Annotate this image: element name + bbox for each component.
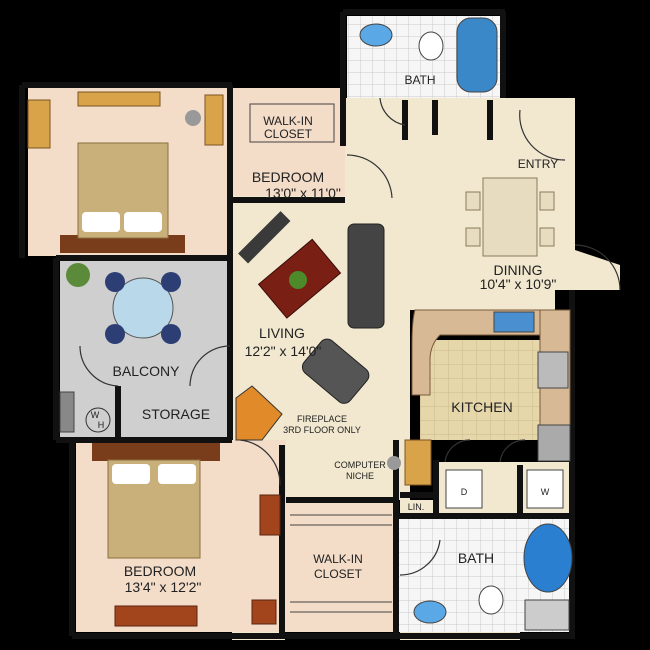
label-living: LIVING — [259, 325, 305, 341]
label-dining: DINING — [494, 262, 543, 278]
plant-living — [289, 271, 307, 289]
door-swings — [79, 97, 621, 576]
tv-console — [238, 211, 291, 264]
ac-unit — [59, 391, 75, 433]
label-walkin-top-2: CLOSET — [264, 127, 313, 141]
label-linen: LIN. — [408, 502, 425, 512]
shower-bottom — [524, 599, 570, 631]
label-wh-h: H — [98, 420, 105, 430]
fireplace — [235, 385, 283, 441]
label-bedroom-top: BEDROOM — [252, 169, 324, 185]
washer-unit — [526, 469, 564, 509]
label-bath-top: BATH — [404, 73, 435, 87]
label-washer: W — [541, 487, 550, 497]
toilet-bottom — [478, 585, 504, 615]
armchair — [301, 338, 370, 404]
sink-top — [359, 23, 393, 47]
sink-bottom — [413, 600, 447, 624]
label-storage: STORAGE — [142, 406, 210, 422]
label-fireplace-2: 3RD FLOOR ONLY — [283, 425, 361, 435]
desk-top — [204, 94, 224, 146]
nightstand-bottom — [251, 599, 277, 625]
walkin-bottom-floor — [286, 500, 396, 632]
water-heater-icon — [85, 407, 111, 433]
balcony-table — [105, 272, 181, 344]
kitchen-sink — [493, 311, 535, 333]
tub-bottom — [523, 523, 573, 593]
label-dryer: D — [461, 487, 468, 497]
tub-top — [456, 17, 498, 93]
label-bedroom-bottom-dims: 13'4" x 12'2" — [125, 579, 202, 595]
kitchen-floor — [420, 340, 540, 440]
bed-top — [60, 142, 185, 253]
label-living-dims: 12'2" x 14'0" — [245, 343, 322, 359]
sofa — [347, 223, 385, 329]
label-dining-dims: 10'4" x 10'9" — [480, 276, 557, 292]
fridge — [537, 424, 571, 462]
label-bedroom-top-dims: 13'0" x 11'0" — [265, 185, 341, 201]
bench-bottom — [114, 605, 198, 627]
dresser-bottom — [259, 494, 281, 536]
label-balcony: BALCONY — [113, 363, 181, 379]
dresser-top — [27, 99, 51, 149]
dryer-unit — [445, 469, 483, 509]
chair-top — [185, 110, 201, 126]
stove — [537, 351, 569, 389]
computer-chair — [387, 456, 401, 470]
label-walkin-bottom-2: CLOSET — [314, 567, 363, 581]
label-kitchen: KITCHEN — [451, 399, 512, 415]
closet-rods — [249, 103, 392, 613]
dining-table — [465, 177, 555, 257]
bench-top — [77, 91, 161, 107]
balcony-lower — [60, 386, 230, 438]
toilet-top — [418, 31, 444, 61]
computer-desk — [404, 439, 432, 486]
bed-bottom — [92, 443, 220, 559]
label-walkin-top-1: WALK-IN — [263, 114, 313, 128]
label-computer-niche-2: NICHE — [346, 471, 374, 481]
label-entry: ENTRY — [518, 157, 558, 171]
label-computer-niche-1: COMPUTER — [334, 460, 386, 470]
label-bath-bottom: BATH — [458, 550, 494, 566]
label-wh-w: W — [91, 410, 100, 420]
walls — [19, 9, 575, 639]
label-walkin-bottom-1: WALK-IN — [313, 552, 363, 566]
label-bedroom-bottom: BEDROOM — [124, 563, 196, 579]
label-fireplace-1: FIREPLACE — [297, 414, 347, 424]
plant-balcony — [66, 263, 90, 287]
